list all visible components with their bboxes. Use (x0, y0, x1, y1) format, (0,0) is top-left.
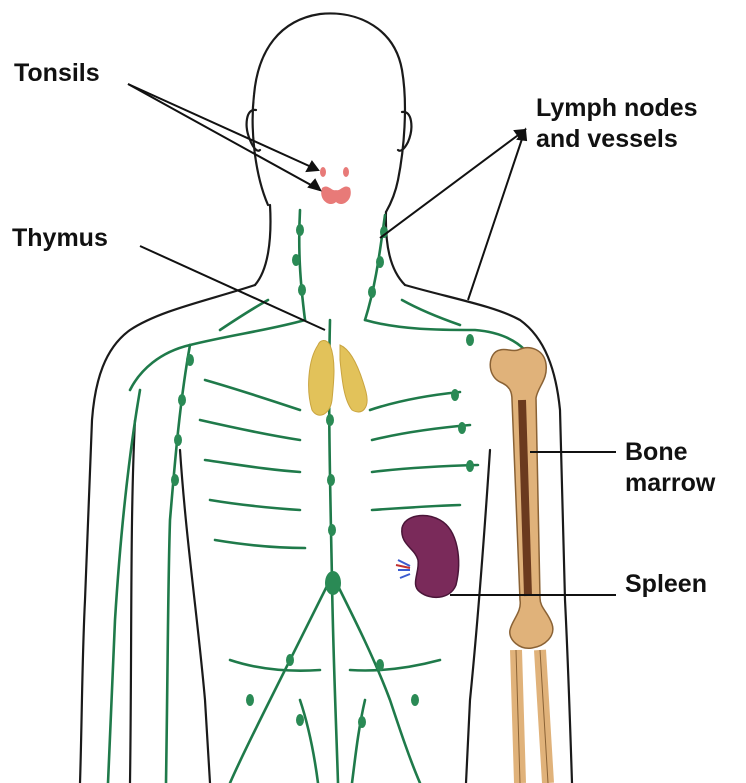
leader-lymph-upper (380, 130, 525, 238)
tonsils-organ (320, 167, 351, 204)
torso-left (180, 450, 210, 783)
neck-right (386, 212, 405, 285)
lymph-vessels (108, 210, 525, 783)
leader-lines (128, 84, 616, 595)
arm-inner-left (130, 420, 135, 783)
thymus-organ (309, 340, 367, 415)
label-thymus: Thymus (12, 223, 108, 254)
label-lymph-nodes: Lymph nodes and vessels (536, 93, 698, 155)
head-outline (253, 13, 405, 212)
neck-left (255, 205, 270, 285)
label-bone-line2: marrow (625, 468, 715, 499)
spleen-organ (396, 516, 459, 598)
cisterna-chyli (325, 571, 341, 595)
label-lymph-line2: and vessels (536, 124, 698, 155)
leader-tonsils-lower (128, 84, 320, 190)
label-lymph-line1: Lymph nodes (536, 93, 698, 124)
torso-right (466, 450, 490, 783)
leader-tonsils-upper (128, 84, 318, 170)
label-spleen: Spleen (625, 569, 707, 600)
leader-lymph-lower (468, 130, 525, 300)
arm-bones (490, 348, 553, 783)
label-bone-line1: Bone (625, 437, 715, 468)
lymph-nodes (171, 224, 474, 728)
label-tonsils: Tonsils (14, 58, 100, 89)
label-bone-marrow: Bone marrow (625, 437, 715, 499)
